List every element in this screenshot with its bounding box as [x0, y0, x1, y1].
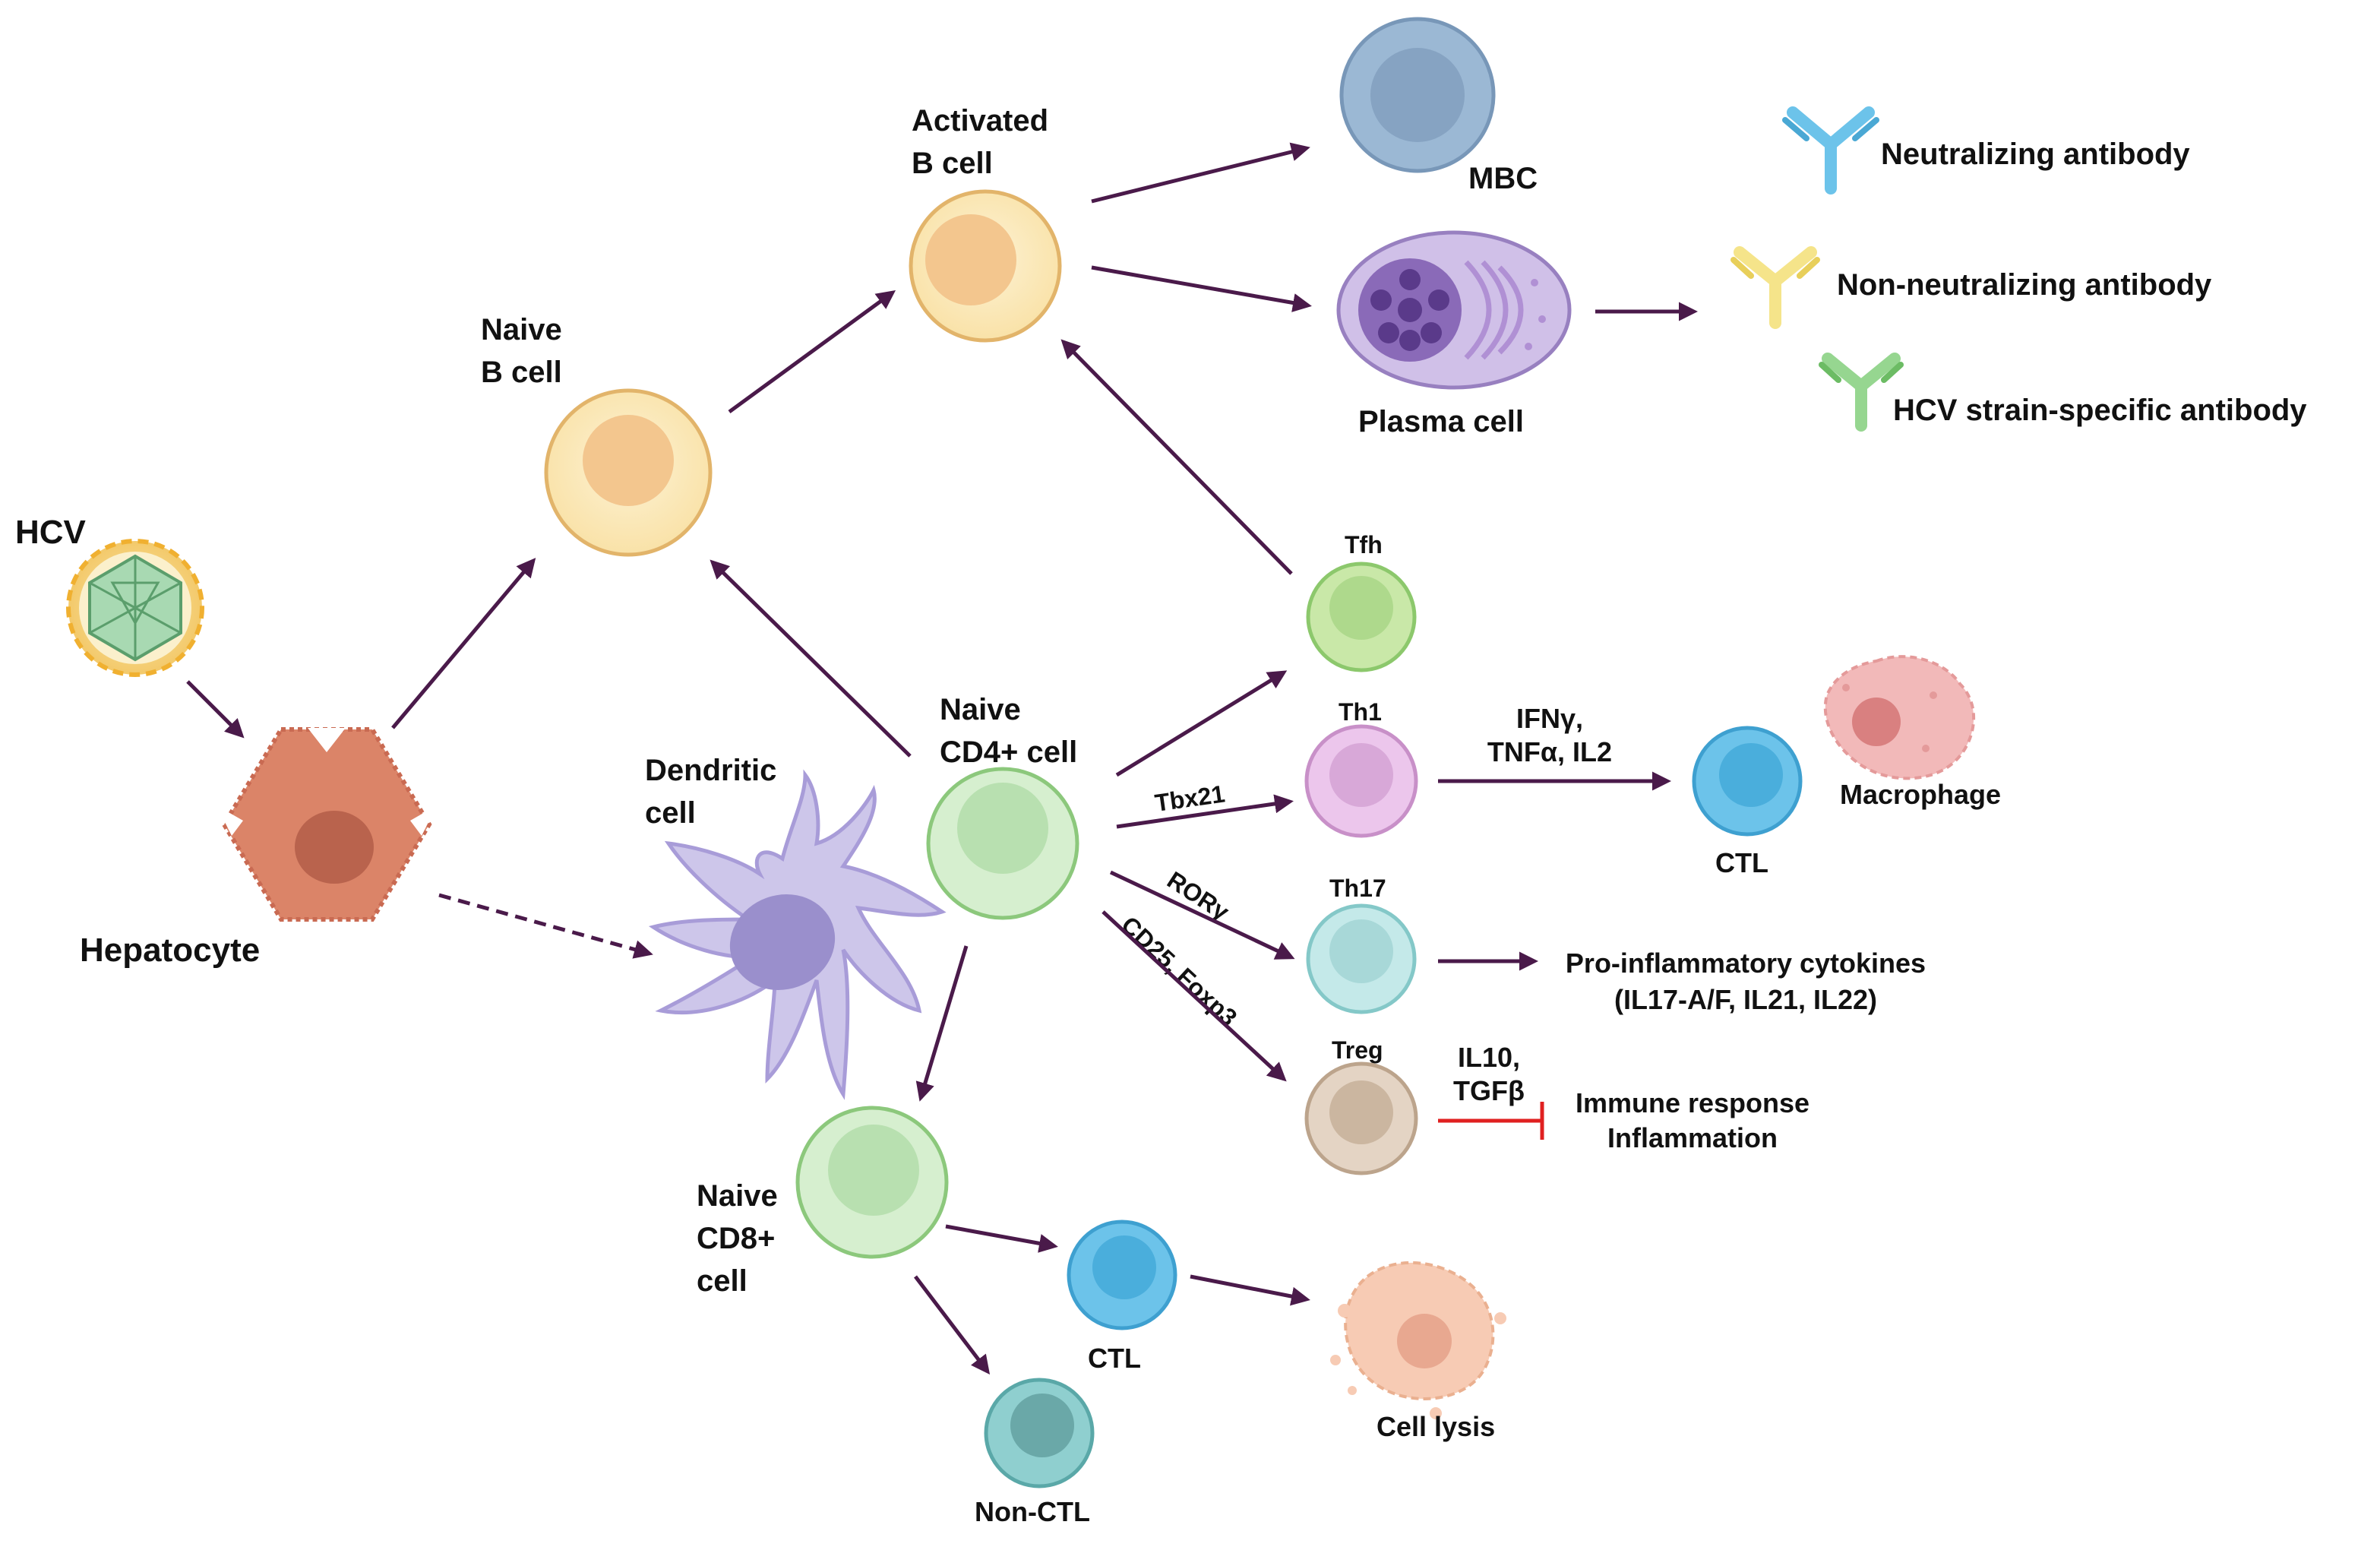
dendritic-cell-label-line1: Dendritic: [645, 754, 776, 787]
ctl-cd8-label: CTL: [1088, 1343, 1141, 1374]
arrow-ctl-to-cell-lysis: [1190, 1274, 1310, 1306]
arrow-naive-b-to-activated-b: [728, 290, 896, 414]
arrow-activated-b-to-plasma: [1091, 265, 1312, 312]
memory-b-cell-icon: [1339, 17, 1496, 173]
th17-cell-icon: [1306, 903, 1417, 1014]
macrophage-icon: [1823, 655, 1976, 780]
ifng-label-line1: IFNγ,: [1516, 703, 1583, 734]
arrow-cd4-to-naive-b: [710, 559, 912, 758]
naive-cd8-label-line2: CD8+: [697, 1222, 775, 1255]
arrow-activated-b-to-mbc: [1091, 142, 1310, 204]
il10-label-line2: TGFβ: [1453, 1075, 1525, 1106]
proinflammatory-label-line2: (IL17-A/F, IL21, IL22): [1614, 984, 1877, 1015]
arrow-cd4-to-treg: [1102, 910, 1287, 1082]
cell-lysis-icon: [1330, 1261, 1506, 1419]
immune-response-label-line2: Inflammation: [1607, 1122, 1778, 1153]
plasma-cell-icon: [1336, 230, 1572, 390]
ctl-cd8-cell-icon: [1067, 1220, 1177, 1330]
il10-label-line1: IL10,: [1458, 1042, 1520, 1073]
naive-b-cell-label-line1: Naive: [481, 313, 562, 346]
activated-b-cell-label-line2: B cell: [912, 147, 993, 180]
arrow-hepatocyte-to-naive-b: [391, 558, 536, 729]
activated-b-cell-icon: [909, 189, 1062, 343]
immune-response-label-line1: Immune response: [1576, 1087, 1809, 1118]
non-neutralizing-antibody-icon: [1730, 246, 1820, 329]
hepatocyte-cell-icon: [217, 727, 437, 922]
treg-cell-icon: [1304, 1061, 1418, 1175]
mbc-label: MBC: [1468, 162, 1538, 195]
non-ctl-label: Non-CTL: [975, 1496, 1090, 1527]
strain-specific-antibody-label: HCV strain-specific antibody: [1893, 394, 2307, 427]
non-neutralizing-antibody-label: Non-neutralizing antibody: [1837, 268, 2212, 302]
th1-cell-icon: [1304, 724, 1418, 838]
arrow-cd4-to-cd8: [915, 945, 969, 1102]
arrow-cd4-to-tfh: [1115, 670, 1288, 777]
dendritic-cell-label-line2: cell: [645, 796, 696, 830]
naive-cd4-label-line1: Naive: [940, 693, 1021, 726]
arrow-tfh-to-activated-b: [1060, 339, 1293, 575]
non-ctl-cell-icon: [984, 1378, 1095, 1488]
arrow-hepatocyte-to-dendritic: [438, 893, 653, 959]
hepatocyte-label: Hepatocyte: [80, 932, 260, 969]
plasma-cell-label: Plasma cell: [1358, 405, 1524, 438]
treg-label: Treg: [1332, 1036, 1383, 1064]
macrophage-label: Macrophage: [1840, 779, 2001, 810]
naive-b-cell-icon: [544, 388, 713, 557]
tfh-cell-icon: [1306, 562, 1417, 672]
arrow-cd4-to-th17: [1109, 870, 1295, 960]
hcv-virus-icon: [66, 539, 204, 677]
neutralizing-antibody-icon: [1782, 106, 1879, 195]
naive-cd4-label-line2: CD4+ cell: [940, 736, 1077, 769]
inhibition-treg-to-immune-response: [1438, 1102, 1544, 1140]
activated-b-cell-label-line1: Activated: [912, 104, 1048, 138]
arrow-cd4-to-th1: [1116, 794, 1294, 829]
cd25-foxp3-label: CD25, Foxp3: [1116, 911, 1242, 1032]
naive-cd4-cell-icon: [926, 767, 1079, 920]
ctl-th1-label: CTL: [1715, 847, 1768, 878]
arrow-cd8-to-ctl: [945, 1224, 1058, 1253]
hcv-label: HCV: [15, 514, 87, 551]
neutralizing-antibody-label: Neutralizing antibody: [1881, 138, 2190, 171]
ifng-label-line2: TNFα, IL2: [1487, 736, 1612, 767]
naive-cd8-label-line3: cell: [697, 1264, 748, 1298]
ctl-th1-cell-icon: [1692, 726, 1803, 837]
naive-b-cell-label-line2: B cell: [481, 356, 562, 389]
tfh-label: Tfh: [1345, 531, 1383, 558]
cell-lysis-label: Cell lysis: [1376, 1411, 1495, 1442]
rorg-label: RORγ: [1162, 866, 1234, 926]
th1-label: Th1: [1339, 698, 1382, 726]
dendritic-cell-icon: [648, 769, 947, 1100]
arrow-hcv-to-hepatocyte: [186, 680, 245, 739]
naive-cd8-cell-icon: [795, 1106, 949, 1259]
proinflammatory-label-line1: Pro-inflammatory cytokines: [1566, 947, 1926, 979]
th17-label: Th17: [1329, 875, 1386, 902]
arrow-cd8-to-non-ctl: [914, 1275, 991, 1375]
strain-specific-antibody-icon: [1819, 353, 1904, 432]
naive-cd8-label-line1: Naive: [697, 1179, 778, 1213]
